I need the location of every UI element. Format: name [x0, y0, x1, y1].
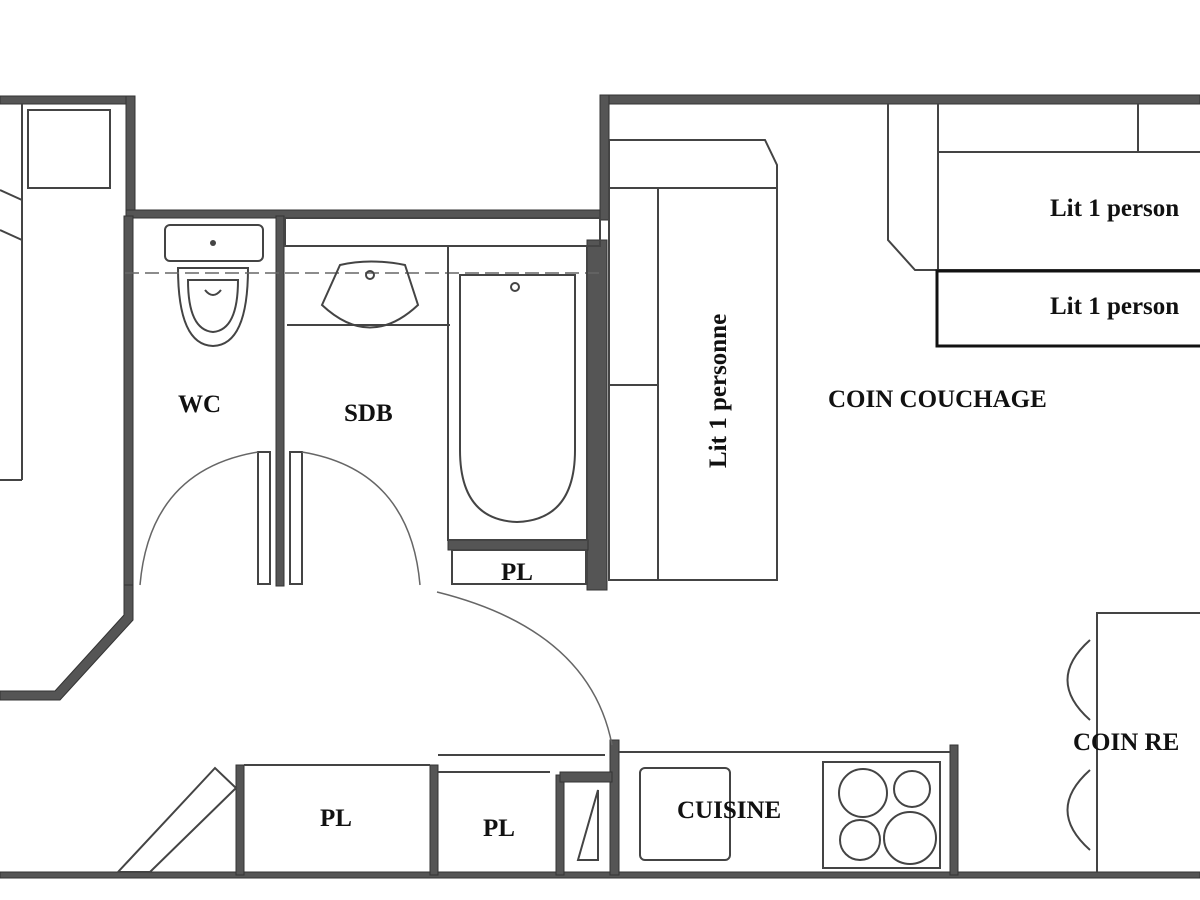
dining-table — [1066, 612, 1200, 872]
toilet-icon — [164, 224, 264, 348]
label-bed-top: Lit 1 person — [1050, 195, 1179, 222]
bathtub-icon — [447, 245, 588, 541]
label-bed-second: Lit 1 person — [1050, 293, 1179, 320]
bath-shelf — [284, 217, 601, 247]
bottom-closets — [115, 754, 613, 873]
label-sdb: SDB — [344, 400, 393, 427]
label-pl-bath: PL — [501, 559, 533, 586]
door-wc — [139, 451, 271, 586]
left-closet — [0, 104, 111, 481]
sink-icon — [287, 260, 450, 329]
label-coin-repas: COIN RE — [1073, 729, 1179, 756]
door-entrance — [436, 591, 613, 746]
label-pl-mid: PL — [483, 815, 515, 842]
bed-top — [887, 104, 1200, 348]
bed-vertical — [608, 139, 778, 581]
label-cuisine: CUISINE — [677, 797, 781, 824]
label-bed-vertical: Lit 1 personne — [705, 314, 732, 468]
label-coin-couchage: COIN COUCHAGE — [828, 386, 1047, 413]
label-pl-left: PL — [320, 805, 352, 832]
walls — [0, 94, 1200, 879]
label-wc: WC — [178, 391, 221, 418]
door-sdb — [289, 451, 421, 586]
bath-closet — [451, 549, 587, 585]
kitchen — [619, 751, 950, 869]
